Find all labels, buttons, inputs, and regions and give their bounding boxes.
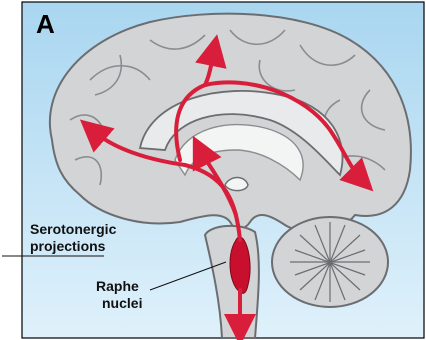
projections-label-line1: Serotonergic [30,221,117,237]
raphe-label-line1: Raphe [96,278,139,294]
cerebellum [272,217,388,307]
panel-letter: A [36,9,55,39]
raphe-label-line2: nuclei [102,295,142,311]
projections-label-line2: projections [30,238,106,254]
